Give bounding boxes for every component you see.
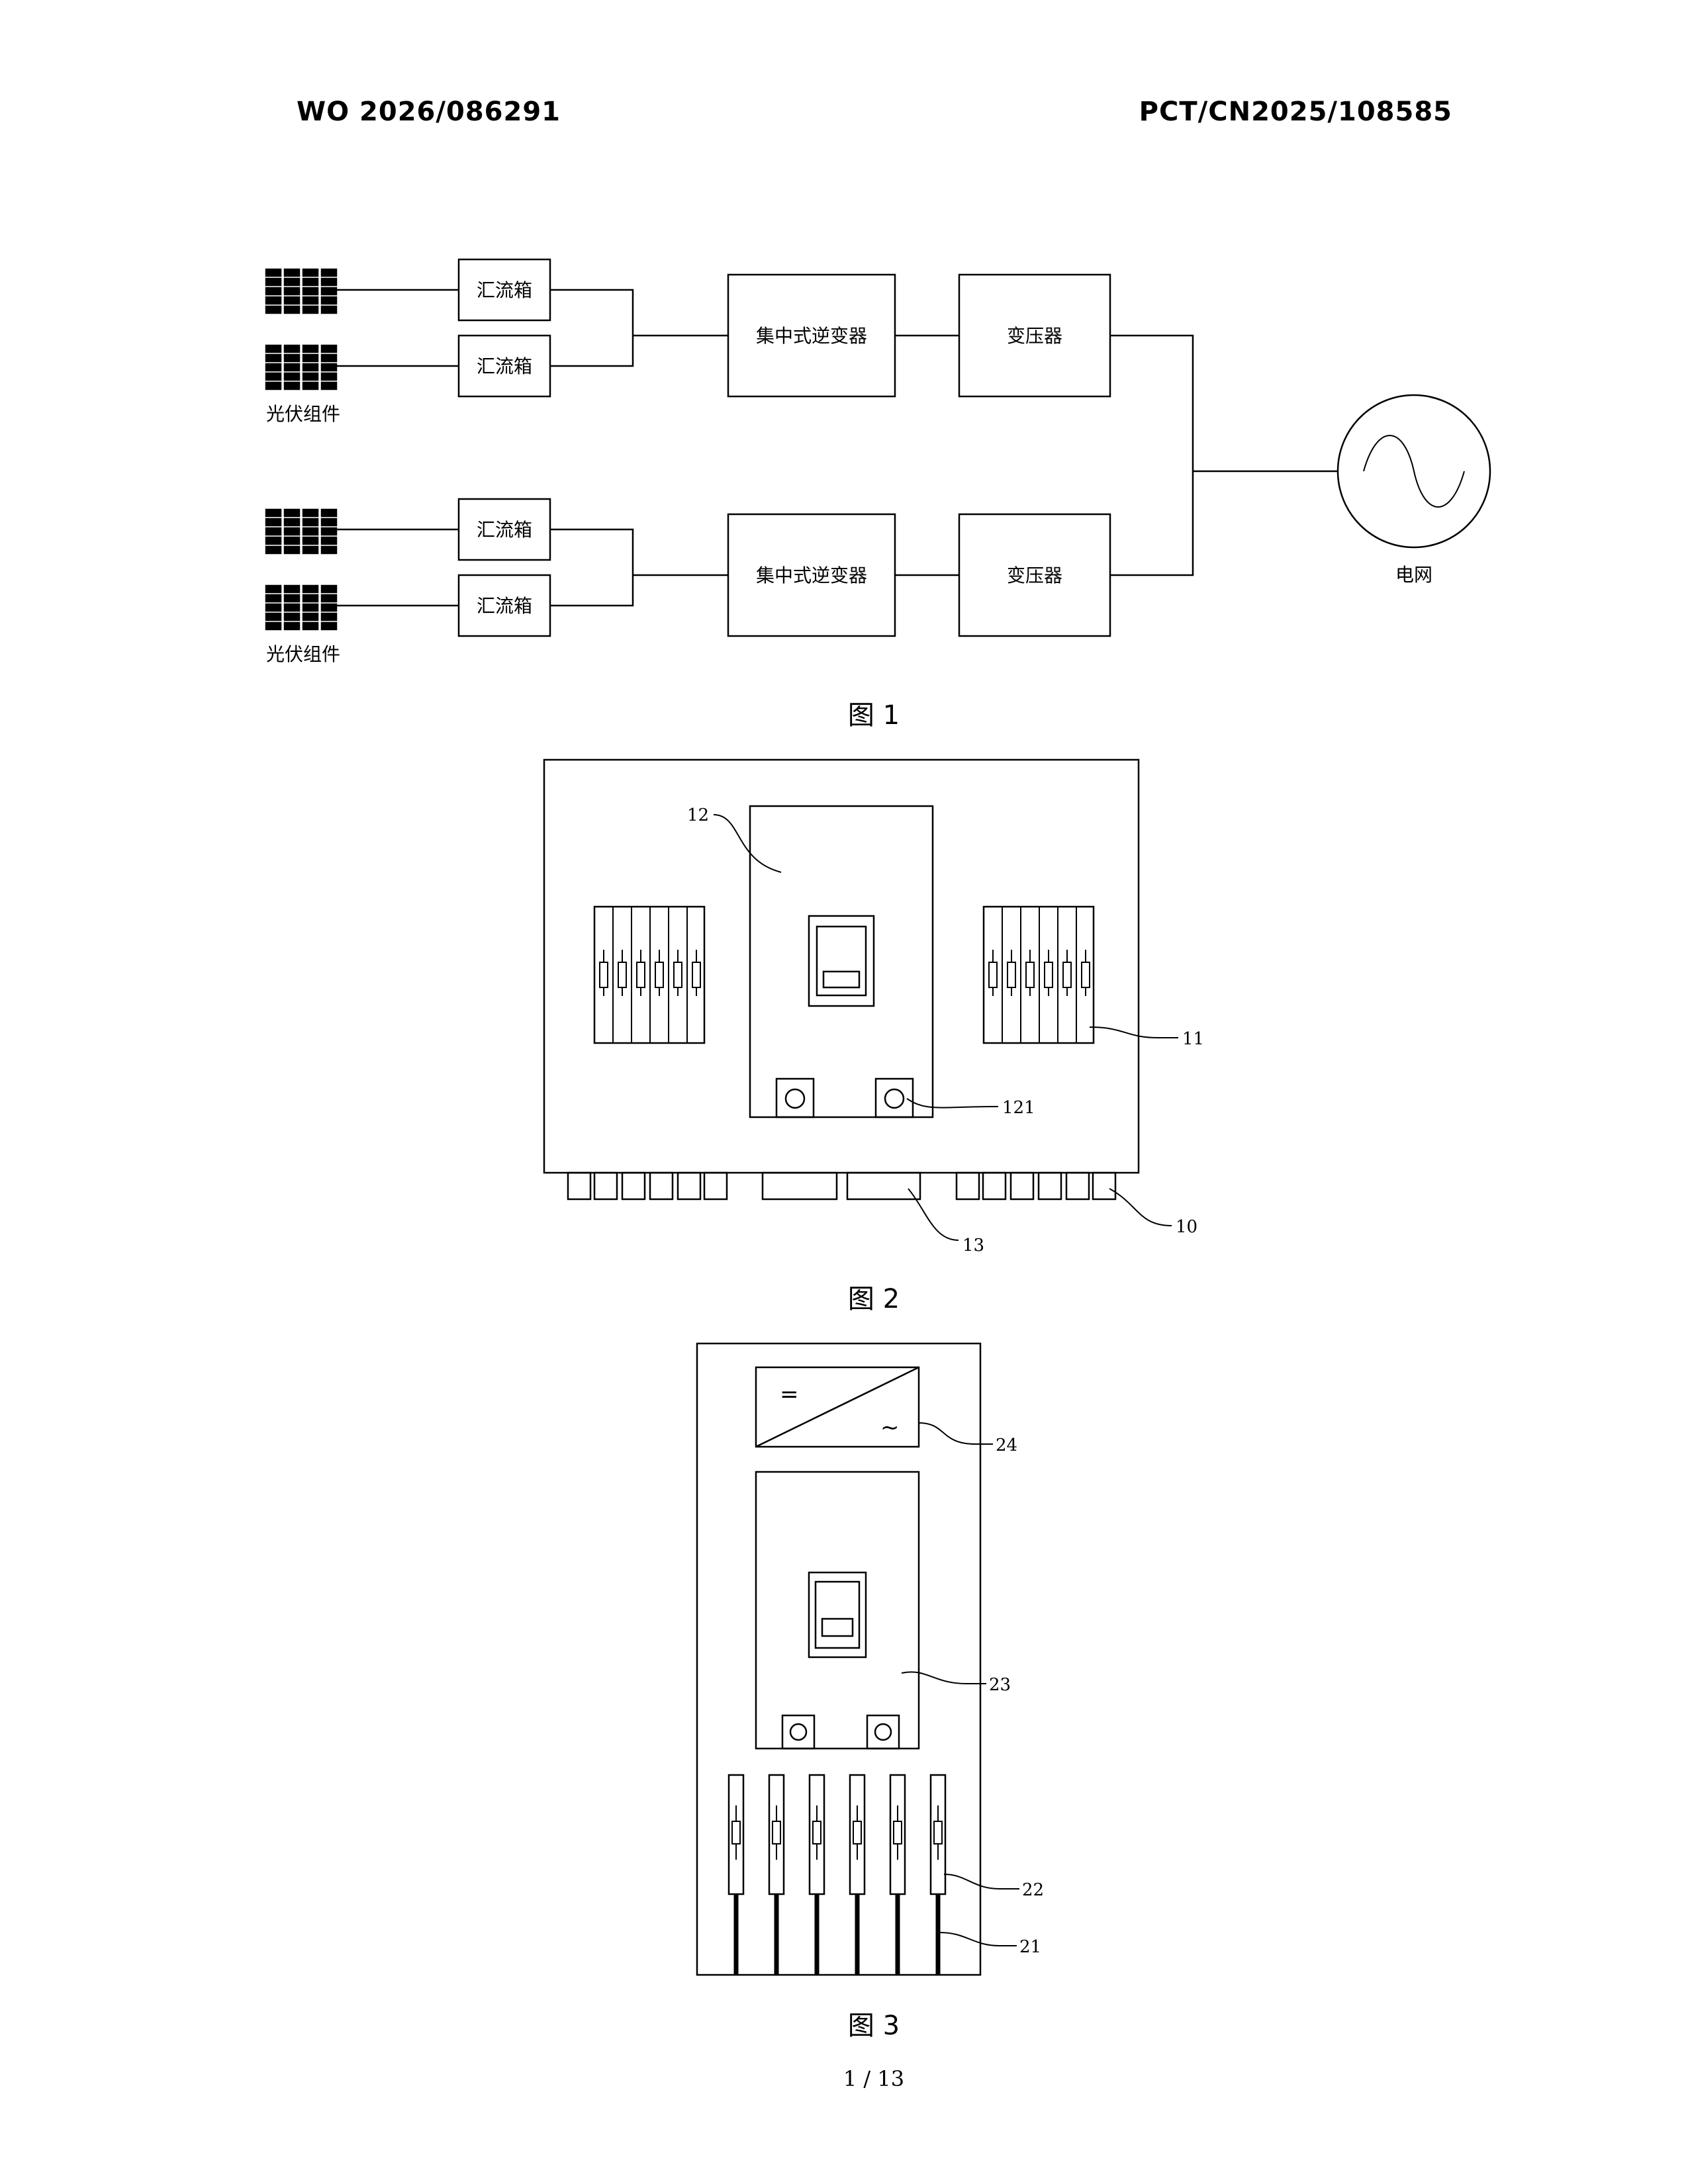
figure-2 — [544, 760, 1178, 1240]
fuse-bank — [594, 907, 704, 1043]
ref-label-121: 121 — [1002, 1098, 1035, 1118]
combiner-box-label: 汇流箱 — [477, 279, 532, 301]
connector-row-right — [957, 1173, 1115, 1199]
figure-3-caption: 图 3 — [848, 2011, 900, 2041]
grid-label: 电网 — [1395, 564, 1432, 586]
output-terminal — [763, 1173, 837, 1199]
inverter-label: 集中式逆变器 — [756, 325, 867, 347]
terminal — [776, 1079, 814, 1117]
ref-label-12: 12 — [687, 805, 709, 825]
pv-module-label: 光伏组件 — [266, 643, 340, 665]
connector-row-left — [568, 1173, 727, 1199]
output-terminal — [847, 1173, 920, 1199]
pv-module-icon — [266, 269, 336, 313]
pv-module-icon — [266, 345, 336, 389]
terminal — [867, 1715, 899, 1749]
ref-label-23: 23 — [989, 1675, 1011, 1695]
ref-label-10: 10 — [1176, 1217, 1197, 1237]
fuse-bank — [984, 907, 1094, 1043]
pv-module-label: 光伏组件 — [266, 403, 340, 425]
breaker-module — [756, 1472, 919, 1749]
string-cabinet — [697, 1343, 980, 1975]
figure-1-caption: 图 1 — [848, 700, 900, 731]
ref-label-11: 11 — [1182, 1029, 1204, 1049]
transformer-label: 变压器 — [1007, 565, 1062, 586]
figure-1 — [266, 259, 1490, 636]
combiner-box-label: 汇流箱 — [477, 519, 532, 541]
pv-module-icon — [266, 586, 336, 629]
combiner-box-label: 汇流箱 — [477, 355, 532, 377]
transformer-label: 变压器 — [1007, 325, 1062, 347]
ref-label-22: 22 — [1022, 1880, 1044, 1900]
breaker-handle — [809, 1572, 866, 1657]
figure-2-caption: 图 2 — [848, 1284, 900, 1314]
ac-symbol: ~ — [880, 1414, 900, 1441]
terminal — [782, 1715, 814, 1749]
ref-label-21: 21 — [1019, 1937, 1041, 1957]
combiner-box-label: 汇流箱 — [477, 595, 532, 617]
ref-label-13: 13 — [962, 1236, 984, 1255]
breaker-module — [750, 806, 933, 1117]
pv-module-icon — [266, 510, 336, 553]
inverter-label: 集中式逆变器 — [756, 565, 867, 586]
dc-symbol: = — [780, 1381, 799, 1408]
input-cables — [736, 1894, 938, 1975]
ref-label-24: 24 — [996, 1435, 1017, 1455]
terminal — [876, 1079, 913, 1117]
page-number: 1 / 13 — [843, 2066, 904, 2091]
figure-3 — [697, 1343, 1019, 1975]
breaker-handle — [809, 916, 874, 1006]
fuse-holders — [729, 1775, 945, 1894]
